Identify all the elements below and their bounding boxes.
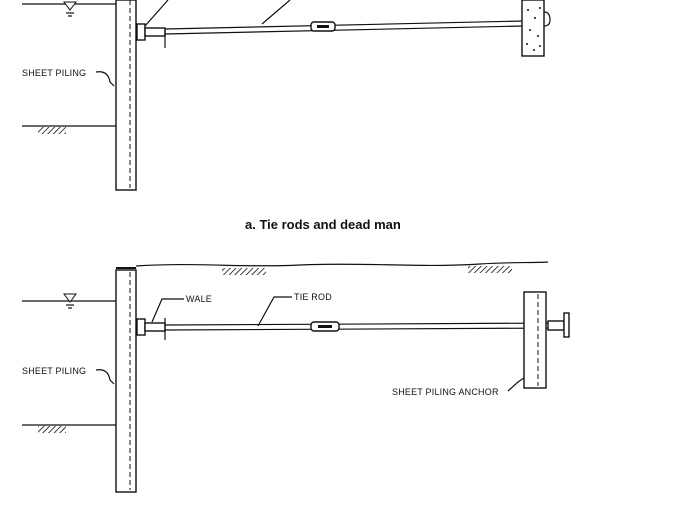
wale-leader — [151, 298, 184, 323]
water-level-icon — [22, 1, 116, 17]
tie-rod — [164, 321, 567, 332]
top-figure: SHEET PILING — [22, 0, 551, 191]
tie-rod — [164, 20, 525, 35]
ground-hatch-icon — [38, 426, 66, 433]
ground-surface — [135, 261, 549, 275]
sheet-piling-leader — [95, 71, 115, 87]
wale — [136, 318, 166, 340]
sheet-piling — [115, 0, 137, 191]
dredge-line — [22, 424, 116, 433]
wale — [136, 23, 166, 48]
label-sheet-piling: SHEET PILING — [22, 366, 86, 376]
ground-hatch-icon — [38, 127, 66, 134]
wale-leader — [144, 0, 169, 27]
sheet-piling — [115, 267, 137, 493]
ground-hatch-icon — [222, 268, 266, 275]
label-sheet-piling-anchor: SHEET PILING ANCHOR — [392, 387, 499, 397]
tie-rod-leader — [261, 0, 291, 25]
label-wale: WALE — [186, 294, 212, 304]
sheet-piling-leader — [95, 369, 115, 385]
figure-caption: a. Tie rods and dead man — [245, 217, 401, 232]
water-level-icon — [22, 293, 116, 309]
label-tie-rod: TIE ROD — [294, 292, 332, 302]
ground-hatch-icon — [468, 266, 512, 273]
tie-rod-leader — [257, 296, 292, 327]
sheet-piling-anchor — [523, 291, 570, 389]
label-sheet-piling: SHEET PILING — [22, 68, 86, 78]
dead-man — [521, 0, 551, 57]
dredge-line — [22, 125, 116, 134]
anchor-leader — [507, 377, 525, 392]
bottom-figure: WALE TIE ROD SHEET PILING SHEET PILING A… — [22, 261, 570, 493]
